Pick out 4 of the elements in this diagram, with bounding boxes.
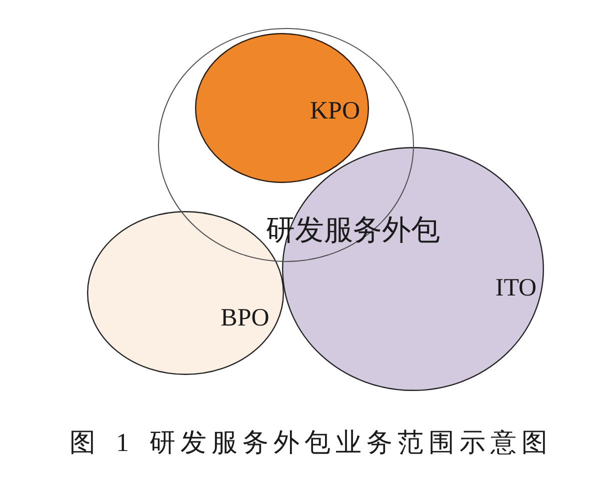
ellipse-label: KPO	[310, 98, 360, 124]
figure-caption: 图 1 研发服务外包业务范围示意图	[70, 430, 552, 456]
ellipse-label: BPO	[220, 306, 270, 330]
ellipse-label: ITO	[495, 276, 537, 300]
